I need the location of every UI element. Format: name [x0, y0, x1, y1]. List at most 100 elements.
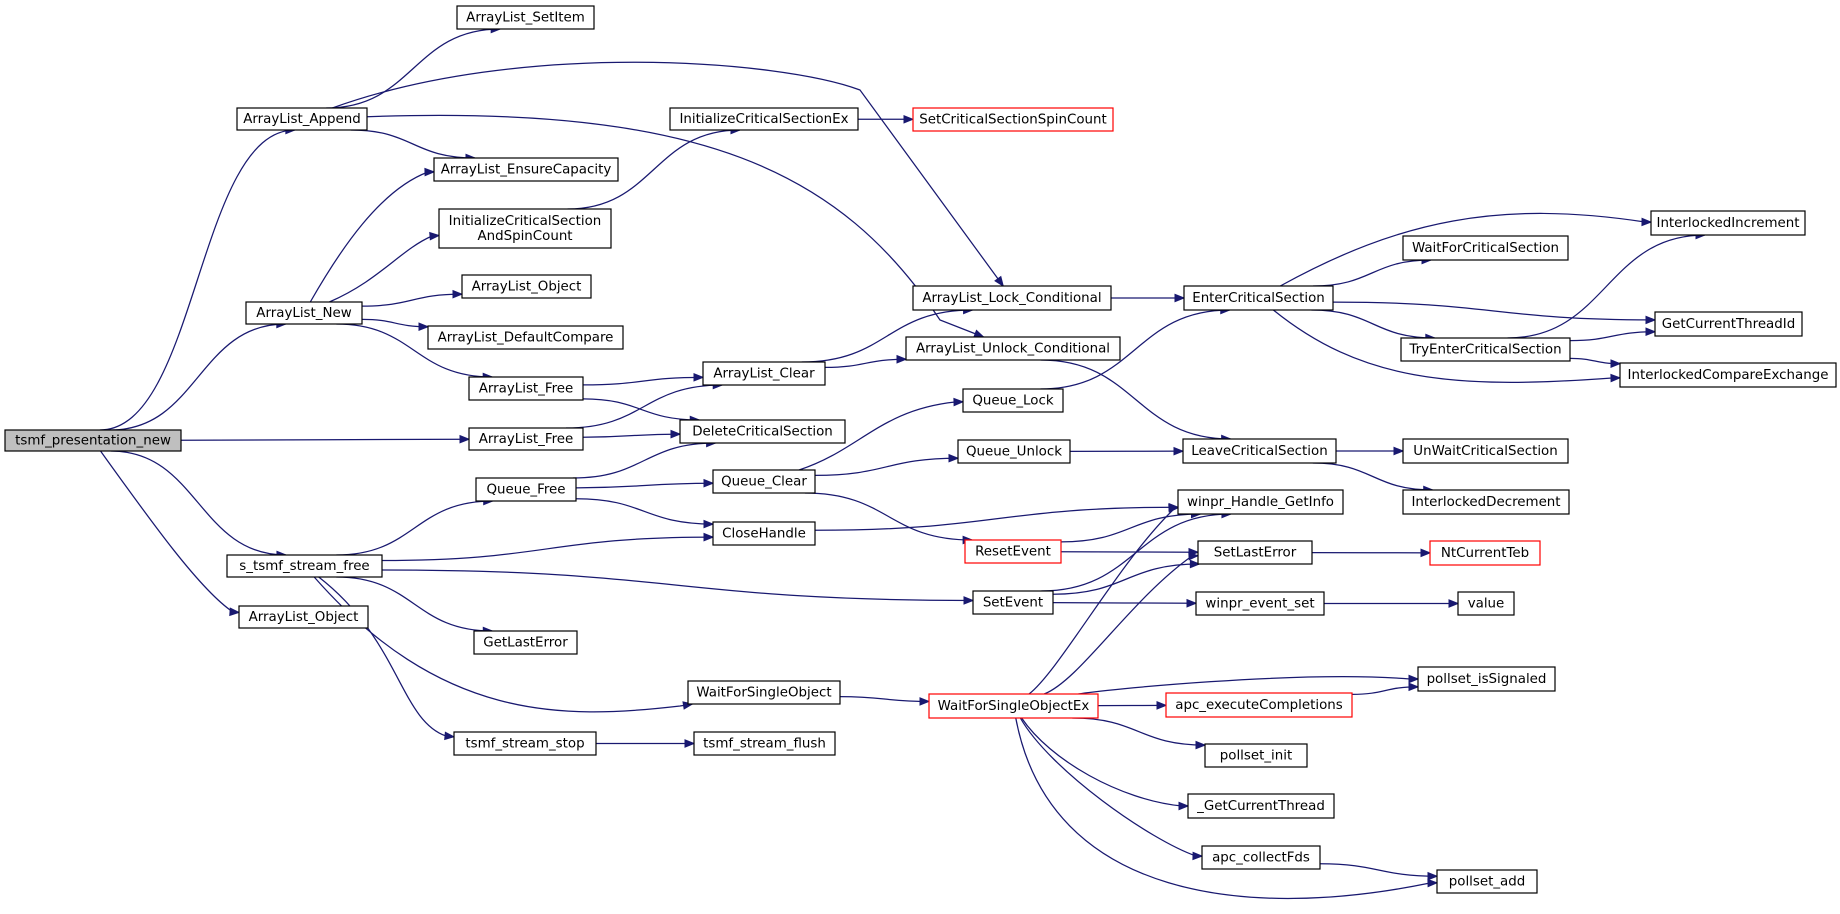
- node-label-tryentercriticalsection: TryEnterCriticalSection: [1408, 342, 1561, 357]
- node-queue-unlock[interactable]: Queue_Unlock: [957, 439, 1071, 464]
- edge-queue-free-to-deletecriticalsection: [572, 442, 716, 479]
- node-label-arraylist-free-0: ArrayList_Free: [479, 381, 574, 396]
- node-label-arraylist-lock-conditional: ArrayList_Lock_Conditional: [922, 291, 1101, 306]
- node-arraylist-append[interactable]: ArrayList_Append: [236, 107, 368, 131]
- node-arraylist-free-0[interactable]: ArrayList_Free: [468, 376, 584, 401]
- edge-apc-executecompletions-to-pollset-issignaled: [1351, 686, 1419, 695]
- node-tryentercriticalsection[interactable]: TryEnterCriticalSection: [1400, 337, 1571, 362]
- edge-tsmf-presentation-new-to-arraylist-free-1: [180, 438, 470, 441]
- node-queue-free[interactable]: Queue_Free: [475, 477, 577, 502]
- node-box-resetevent: [964, 539, 1062, 564]
- node-waitforcriticalsection[interactable]: WaitForCriticalSection: [1402, 235, 1569, 261]
- edge-closehandle-to-winpr-handle-getinfo: [814, 506, 1179, 531]
- node-apc-collectfds[interactable]: apc_collectFds: [1201, 845, 1321, 870]
- node-label-arraylist-object-1: ArrayList_Object: [472, 279, 582, 294]
- node-leavecriticalsection[interactable]: LeaveCriticalSection: [1182, 438, 1337, 464]
- node-label-interlockedcompareexchange: InterlockedCompareExchange: [1628, 368, 1829, 383]
- node-label-winpr-handle-getinfo: winpr_Handle_GetInfo: [1187, 495, 1334, 510]
- node-tsmf-presentation-new[interactable]: tsmf_presentation_new: [4, 429, 182, 452]
- node-interlockedcompareexchange[interactable]: InterlockedCompareExchange: [1619, 362, 1837, 388]
- node-pollset-add[interactable]: pollset_add: [1436, 869, 1538, 894]
- edge-waitforsingleobjectex-to--getcurrentthread-arrowhead: [1178, 801, 1190, 811]
- node-pollset-init[interactable]: pollset_init: [1204, 743, 1308, 768]
- edge-queue-unlock-to-leavecriticalsection-arrowhead: [1173, 446, 1185, 456]
- node-setcriticalsectionspincount[interactable]: SetCriticalSectionSpinCount: [912, 107, 1114, 132]
- edge-winpr-event-set-to-value-arrowhead: [1448, 599, 1460, 608]
- node-getlasterror[interactable]: GetLastError: [473, 630, 578, 655]
- node-box--getcurrentthread: [1187, 793, 1335, 819]
- node-waitforsingleobject[interactable]: WaitForSingleObject: [687, 680, 841, 705]
- edge-arraylist-new-to-arraylist-free-0: [336, 323, 493, 378]
- node-setlasterror[interactable]: SetLastError: [1197, 540, 1313, 565]
- node-queue-clear[interactable]: Queue_Clear: [712, 469, 816, 494]
- node-interlockeddecrement[interactable]: InterlockedDecrement: [1402, 489, 1570, 515]
- edge-s-tsmf-stream-free-to-tsmf-stream-stop: [318, 576, 455, 738]
- node-arraylist-clear[interactable]: ArrayList_Clear: [702, 361, 826, 386]
- edge-arraylist-free-0-to-arraylist-clear-arrowhead: [693, 373, 705, 382]
- node-box-value: [1457, 591, 1515, 616]
- node-tsmf-stream-flush[interactable]: tsmf_stream_flush: [693, 731, 836, 756]
- node-box-arraylist-lock-conditional: [912, 285, 1112, 311]
- node-s-tsmf-stream-free[interactable]: s_tsmf_stream_free: [226, 554, 383, 578]
- node-box-deletecriticalsection: [679, 419, 846, 444]
- node-value[interactable]: value: [1457, 591, 1515, 616]
- node-arraylist-setitem[interactable]: ArrayList_SetItem: [456, 5, 595, 30]
- edge-waitforsingleobject-to-waitforsingleobjectex-arrowhead: [919, 697, 931, 706]
- edge-tryentercriticalsection-to-interlockedcompareexchange-arrowhead: [1610, 359, 1622, 368]
- node-arraylist-ensurecapacity[interactable]: ArrayList_EnsureCapacity: [433, 157, 619, 182]
- node-closehandle[interactable]: CloseHandle: [712, 521, 816, 546]
- node-winpr-handle-getinfo[interactable]: winpr_Handle_GetInfo: [1177, 489, 1344, 515]
- node-arraylist-new[interactable]: ArrayList_New: [245, 301, 363, 325]
- node-label-waitforsingleobjectex: WaitForSingleObjectEx: [938, 699, 1090, 714]
- edge-waitforsingleobjectex-to-apc-collectfds: [1019, 717, 1203, 857]
- node-label-setlasterror: SetLastError: [1214, 545, 1297, 560]
- node-arraylist-free-1[interactable]: ArrayList_Free: [468, 427, 584, 451]
- node-box-setcriticalsectionspincount: [912, 107, 1114, 132]
- edge-waitforsingleobjectex-to-setlasterror-arrowhead: [1188, 551, 1200, 561]
- edge-waitforsingleobjectex-to-pollset-init-arrowhead: [1195, 740, 1207, 750]
- edge-arraylist-append-to-arraylist-unlock-conditional-arrowhead: [973, 329, 985, 338]
- node-box-arraylist-free-0: [468, 376, 584, 401]
- node-ntcurrentteb[interactable]: NtCurrentTeb: [1429, 540, 1541, 566]
- node-entercriticalsection[interactable]: EnterCriticalSection: [1183, 285, 1334, 311]
- node-apc-executecompletions[interactable]: apc_executeCompletions: [1165, 692, 1353, 718]
- node-interlockedincrement[interactable]: InterlockedIncrement: [1650, 210, 1806, 236]
- node-pollset-issignaled[interactable]: pollset_isSignaled: [1417, 666, 1556, 692]
- edge-s-tsmf-stream-free-to-getlasterror: [336, 576, 493, 632]
- edge-arraylist-lock-conditional-to-entercriticalsection-arrowhead: [1174, 293, 1186, 303]
- node-arraylist-object-1[interactable]: ArrayList_Object: [461, 274, 592, 299]
- node-unwaitcriticalsection[interactable]: UnWaitCriticalSection: [1402, 438, 1569, 464]
- node-arraylist-defaultcompare[interactable]: ArrayList_DefaultCompare: [427, 325, 624, 350]
- node-setevent[interactable]: SetEvent: [972, 590, 1054, 615]
- edge-s-tsmf-stream-free-to-closehandle: [381, 536, 714, 562]
- node-box-arraylist-unlock-conditional: [905, 336, 1121, 361]
- edge-arraylist-new-to-arraylist-defaultcompare-arrowhead: [418, 322, 430, 332]
- node-arraylist-object-2[interactable]: ArrayList_Object: [238, 605, 369, 629]
- node-label-queue-clear: Queue_Clear: [721, 474, 807, 489]
- node-initializecriticalsectionex[interactable]: InitializeCriticalSectionEx: [669, 107, 859, 131]
- node-waitforsingleobjectex[interactable]: WaitForSingleObjectEx: [928, 693, 1099, 719]
- node-label-tsmf-stream-stop: tsmf_stream_stop: [465, 736, 584, 751]
- node-winpr-event-set[interactable]: winpr_event_set: [1195, 591, 1325, 616]
- node-queue-lock[interactable]: Queue_Lock: [962, 388, 1064, 413]
- edge-tsmf-presentation-new-to-arraylist-object-2-arrowhead: [229, 607, 241, 617]
- edge-waitforsingleobjectex-to-pollset-init: [1072, 717, 1206, 746]
- edge-queue-free-to-queue-clear-arrowhead: [703, 478, 715, 488]
- node-arraylist-lock-conditional[interactable]: ArrayList_Lock_Conditional: [912, 285, 1112, 311]
- node-getcurrentthreadid[interactable]: GetCurrentThreadId: [1654, 311, 1803, 337]
- edge-tsmf-presentation-new-to-arraylist-append: [99, 129, 295, 431]
- node-box-arraylist-clear: [702, 361, 826, 386]
- edge-setlasterror-to-ntcurrentteb-arrowhead: [1420, 548, 1432, 558]
- node-tsmf-stream-stop[interactable]: tsmf_stream_stop: [453, 731, 597, 756]
- node-box-arraylist-object-2: [238, 605, 369, 629]
- node-resetevent[interactable]: ResetEvent: [964, 539, 1062, 564]
- edge-arraylist-new-to-arraylist-defaultcompare: [361, 318, 429, 328]
- node-box-initializecriticalsectionex: [669, 107, 859, 131]
- edge-waitforsingleobjectex-to-winpr-handle-getinfo: [1028, 507, 1179, 695]
- node-deletecriticalsection[interactable]: DeleteCriticalSection: [679, 419, 846, 444]
- edge-initializecriticalsectionex-to-setcriticalsectionspincount-arrowhead: [903, 114, 915, 124]
- node-arraylist-unlock-conditional[interactable]: ArrayList_Unlock_Conditional: [905, 336, 1121, 361]
- node-box-interlockedincrement: [1650, 210, 1806, 236]
- node--getcurrentthread[interactable]: _GetCurrentThread: [1187, 793, 1335, 819]
